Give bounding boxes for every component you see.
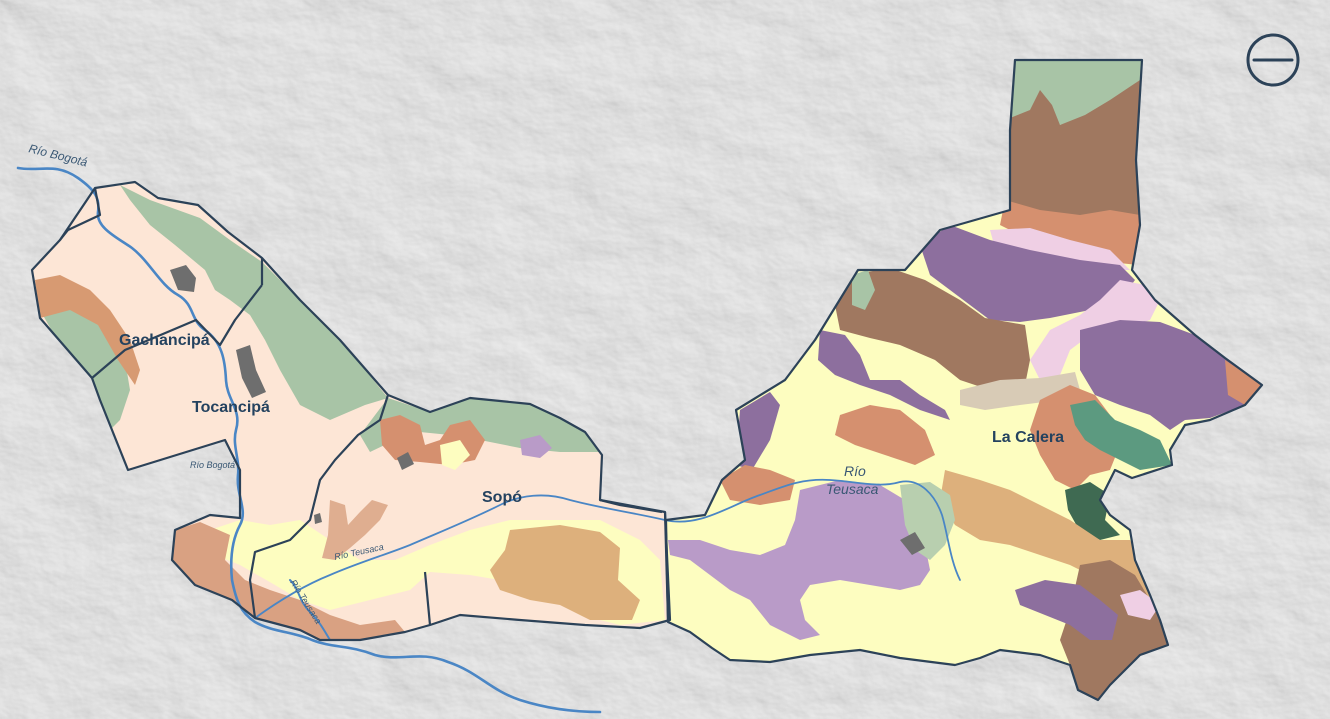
east-outline bbox=[664, 58, 1264, 702]
boundary-sopo-east bbox=[599, 498, 663, 514]
label-sopo: Sopó bbox=[482, 489, 522, 506]
zoom-out-button[interactable] bbox=[1244, 31, 1302, 89]
zone-purple-right bbox=[1080, 320, 1262, 430]
zone-lavender-large bbox=[668, 480, 930, 640]
zone-salmon-lower-west bbox=[720, 465, 795, 505]
river-bogota bbox=[16, 166, 602, 714]
zone-purple-top bbox=[920, 225, 1135, 322]
boundary-sopo-south bbox=[423, 571, 432, 626]
west-outline bbox=[30, 180, 672, 642]
zone-tan-sopo bbox=[490, 525, 640, 620]
municipal-boundaries bbox=[30, 58, 1264, 702]
zone-purple-west bbox=[818, 330, 950, 420]
zone-yellow-small bbox=[440, 440, 470, 470]
zone-salmon-branch bbox=[322, 500, 388, 560]
zone-salmon-center bbox=[835, 405, 935, 465]
zone-brown-upper bbox=[1005, 80, 1140, 230]
label-rio-bogota-small: Río Bogotá bbox=[190, 460, 235, 470]
zone-salmon-edge bbox=[1225, 360, 1262, 405]
zone-brown-mid bbox=[835, 268, 1030, 390]
boundary-sopo-lacalera bbox=[663, 511, 670, 621]
zone-gray-2 bbox=[236, 345, 266, 398]
label-rio-teusaca-rio: Río bbox=[844, 463, 866, 479]
zone-pink-upper bbox=[990, 228, 1130, 270]
boundary-gachancipa-tocancipa bbox=[91, 284, 263, 379]
label-rio-teusaca-name: Teusaca bbox=[826, 481, 879, 497]
zone-lavender-sopo bbox=[520, 435, 552, 458]
river-teusaca-south bbox=[289, 579, 331, 641]
minus-circle-icon bbox=[1246, 33, 1300, 87]
zone-salmon-south bbox=[172, 522, 405, 640]
zone-purple-south bbox=[1015, 580, 1118, 640]
zone-sage-north bbox=[120, 185, 388, 420]
boundary-west-notch bbox=[59, 187, 102, 241]
zone-salmon-west bbox=[35, 275, 140, 385]
zone-gray-5 bbox=[900, 532, 925, 555]
zone-gray-4 bbox=[314, 513, 322, 524]
label-gachancipa: Gachancipá bbox=[119, 332, 210, 349]
zone-gray-1 bbox=[170, 265, 196, 292]
zone-sage-small bbox=[852, 270, 875, 310]
zone-sage-north-tip bbox=[1010, 60, 1145, 130]
label-tocancipa: Tocancipá bbox=[192, 399, 270, 416]
boundary-tocancipa-sopo bbox=[248, 394, 390, 619]
zone-purple-far-west bbox=[736, 392, 780, 470]
zone-teal bbox=[1070, 400, 1172, 470]
zone-gray-3 bbox=[397, 452, 414, 470]
label-la-calera: La Calera bbox=[992, 429, 1064, 446]
